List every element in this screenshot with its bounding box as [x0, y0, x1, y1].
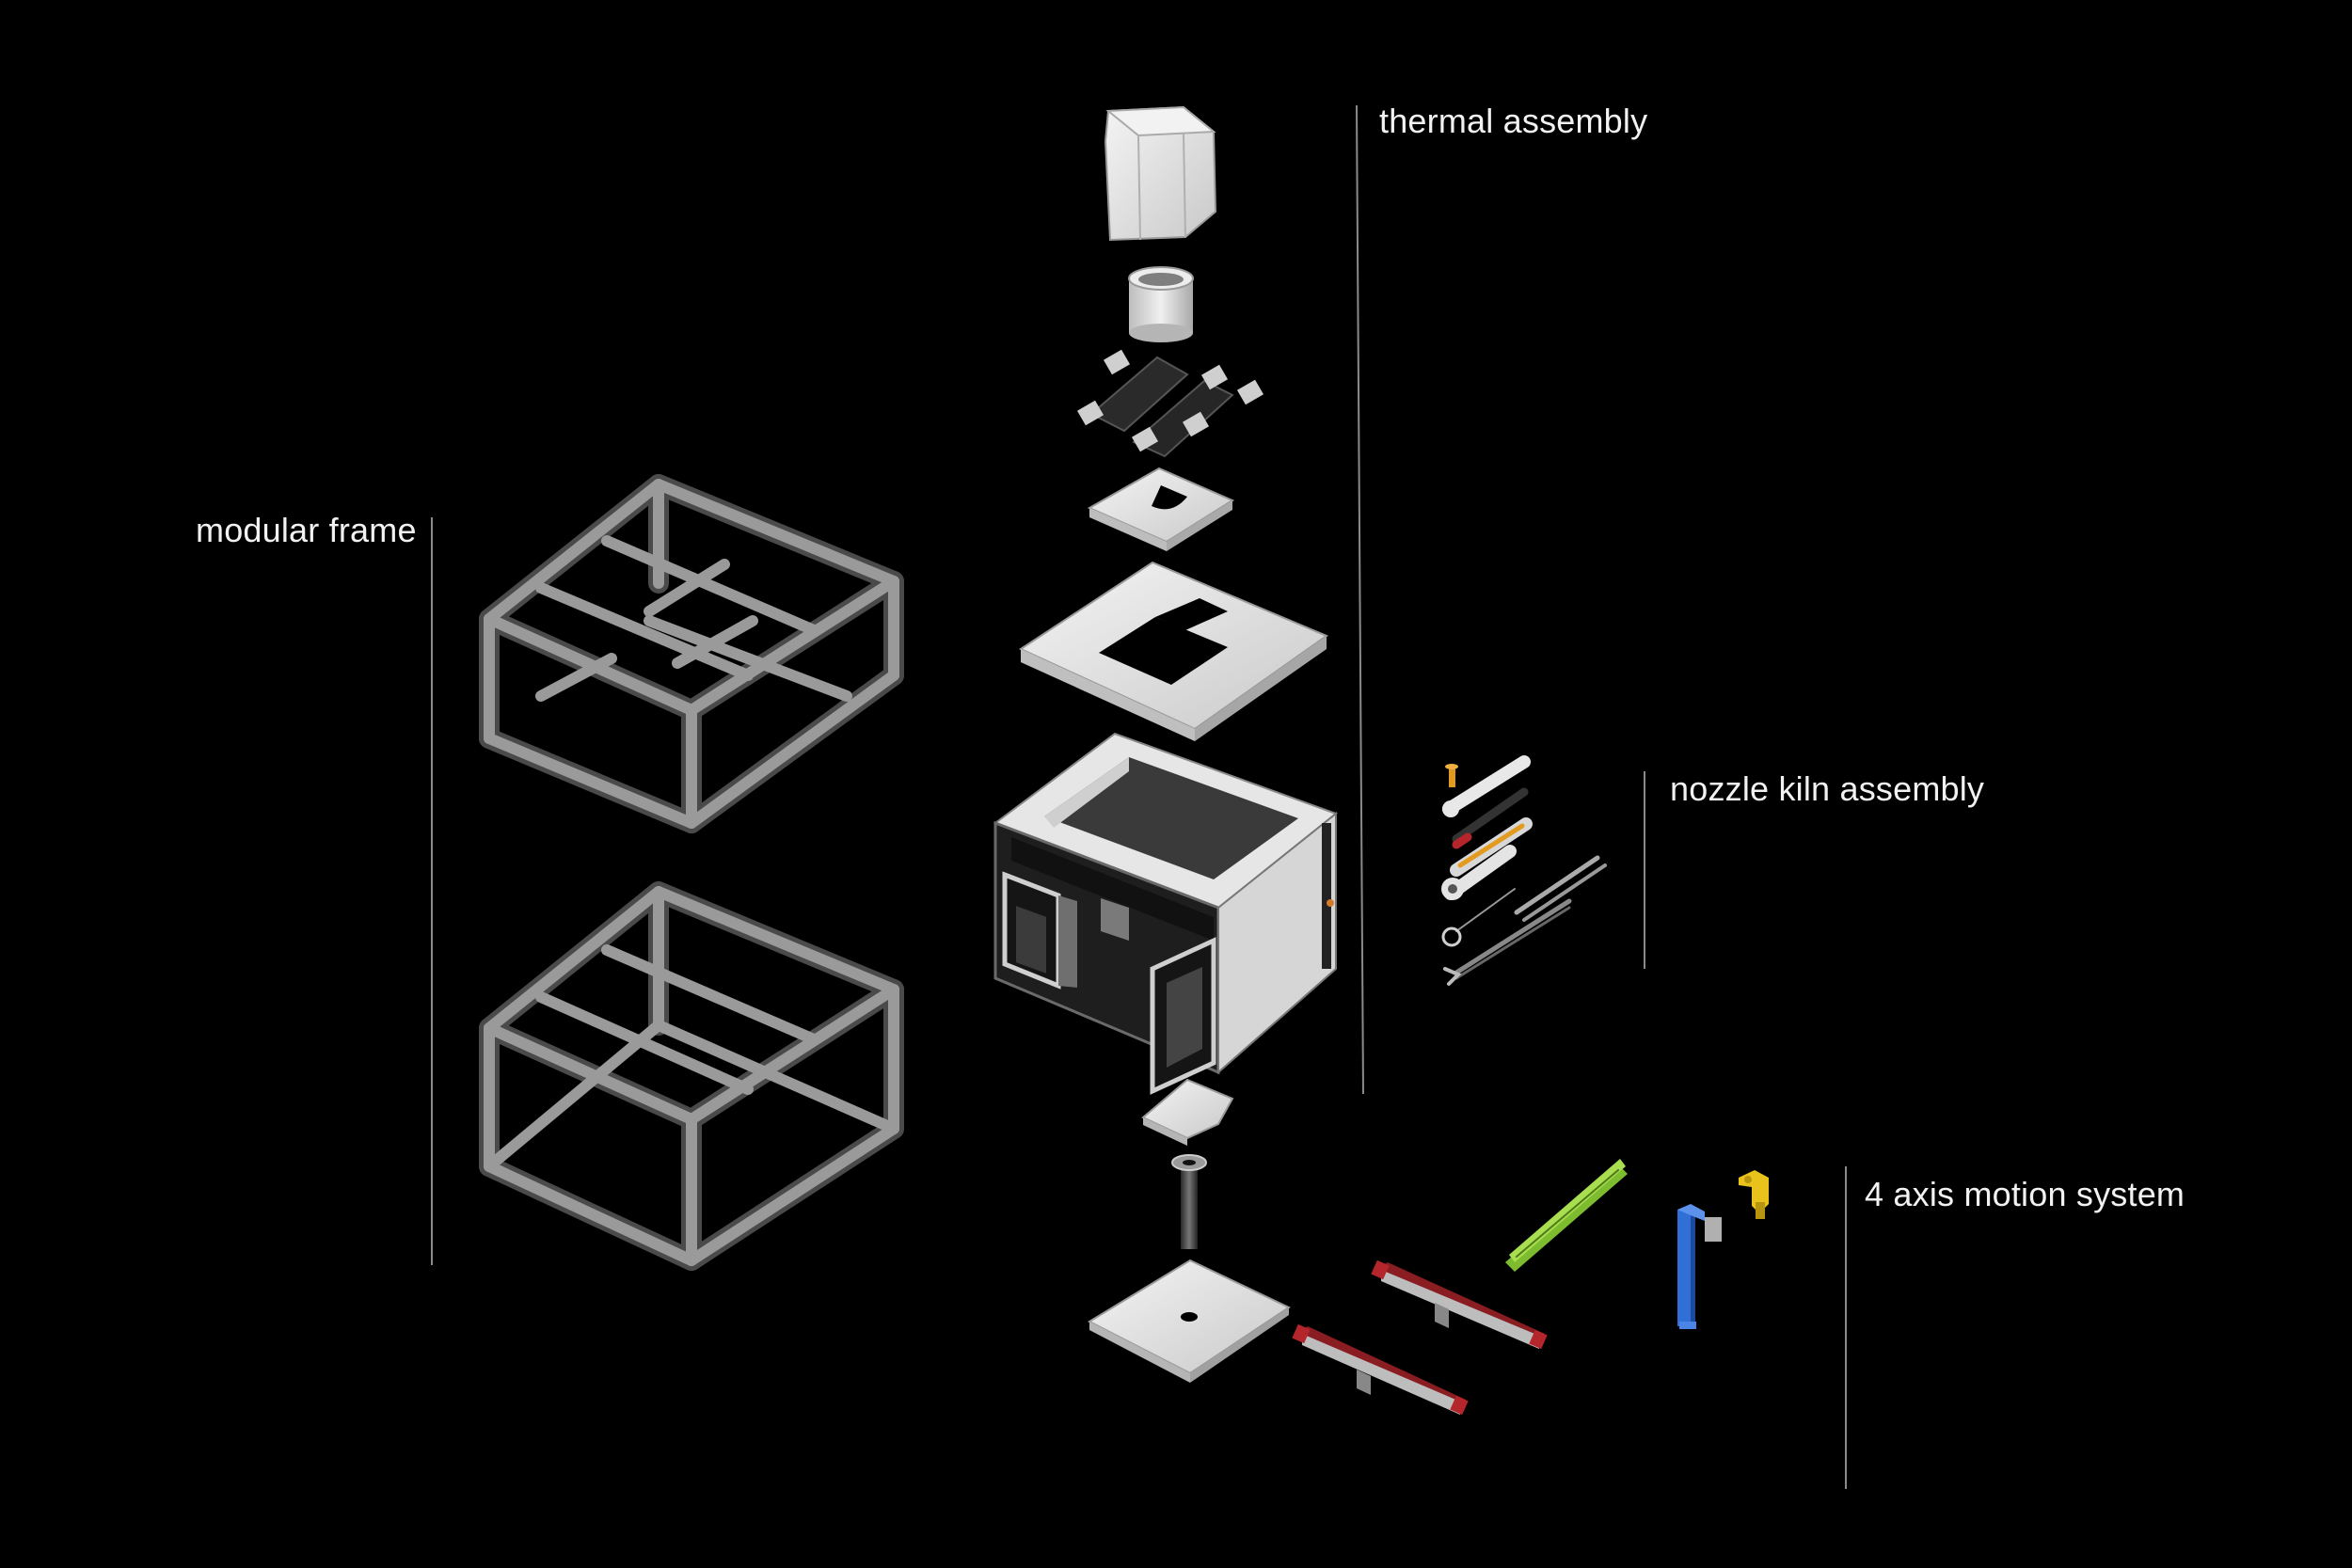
label-4-axis-motion-system: 4 axis motion system: [1865, 1175, 2185, 1213]
label-nozzle-kiln-assembly: nozzle kiln assembly: [1670, 769, 1985, 808]
kiln-lid-plate: [1018, 561, 1329, 741]
motion-system-parts: [1292, 1159, 1769, 1416]
label-modular-frame: modular frame: [196, 511, 417, 549]
rail-red-lower: [1292, 1323, 1469, 1416]
kiln-body: [993, 732, 1339, 1095]
nozzle-rod: [1171, 1154, 1207, 1249]
rail-red-upper: [1371, 1259, 1548, 1350]
modular-frame-lower: [479, 881, 904, 1271]
crucible: [1128, 266, 1194, 342]
thermal-assembly-parts: [993, 105, 1339, 1383]
tongs: [1454, 898, 1572, 975]
insulation-cap: [1104, 105, 1217, 242]
screw-orange: [1449, 767, 1455, 787]
rod-pair: [1514, 855, 1600, 915]
kiln-tray: [1141, 1078, 1234, 1146]
rail-green: [1505, 1159, 1628, 1272]
modular-frame-upper: [479, 474, 904, 833]
label-thermal-assembly: thermal assembly: [1379, 102, 1648, 140]
heating-brackets: [1076, 349, 1264, 458]
axis-blue: [1677, 1204, 1722, 1329]
nozzle-kiln-parts: [1441, 755, 1607, 986]
build-plate: [1087, 1259, 1292, 1383]
divider-thermal: [1356, 104, 1364, 1095]
slotted-plate-small: [1087, 467, 1235, 551]
part-yellow: [1739, 1170, 1769, 1219]
support-arm-white: [1442, 755, 1531, 816]
